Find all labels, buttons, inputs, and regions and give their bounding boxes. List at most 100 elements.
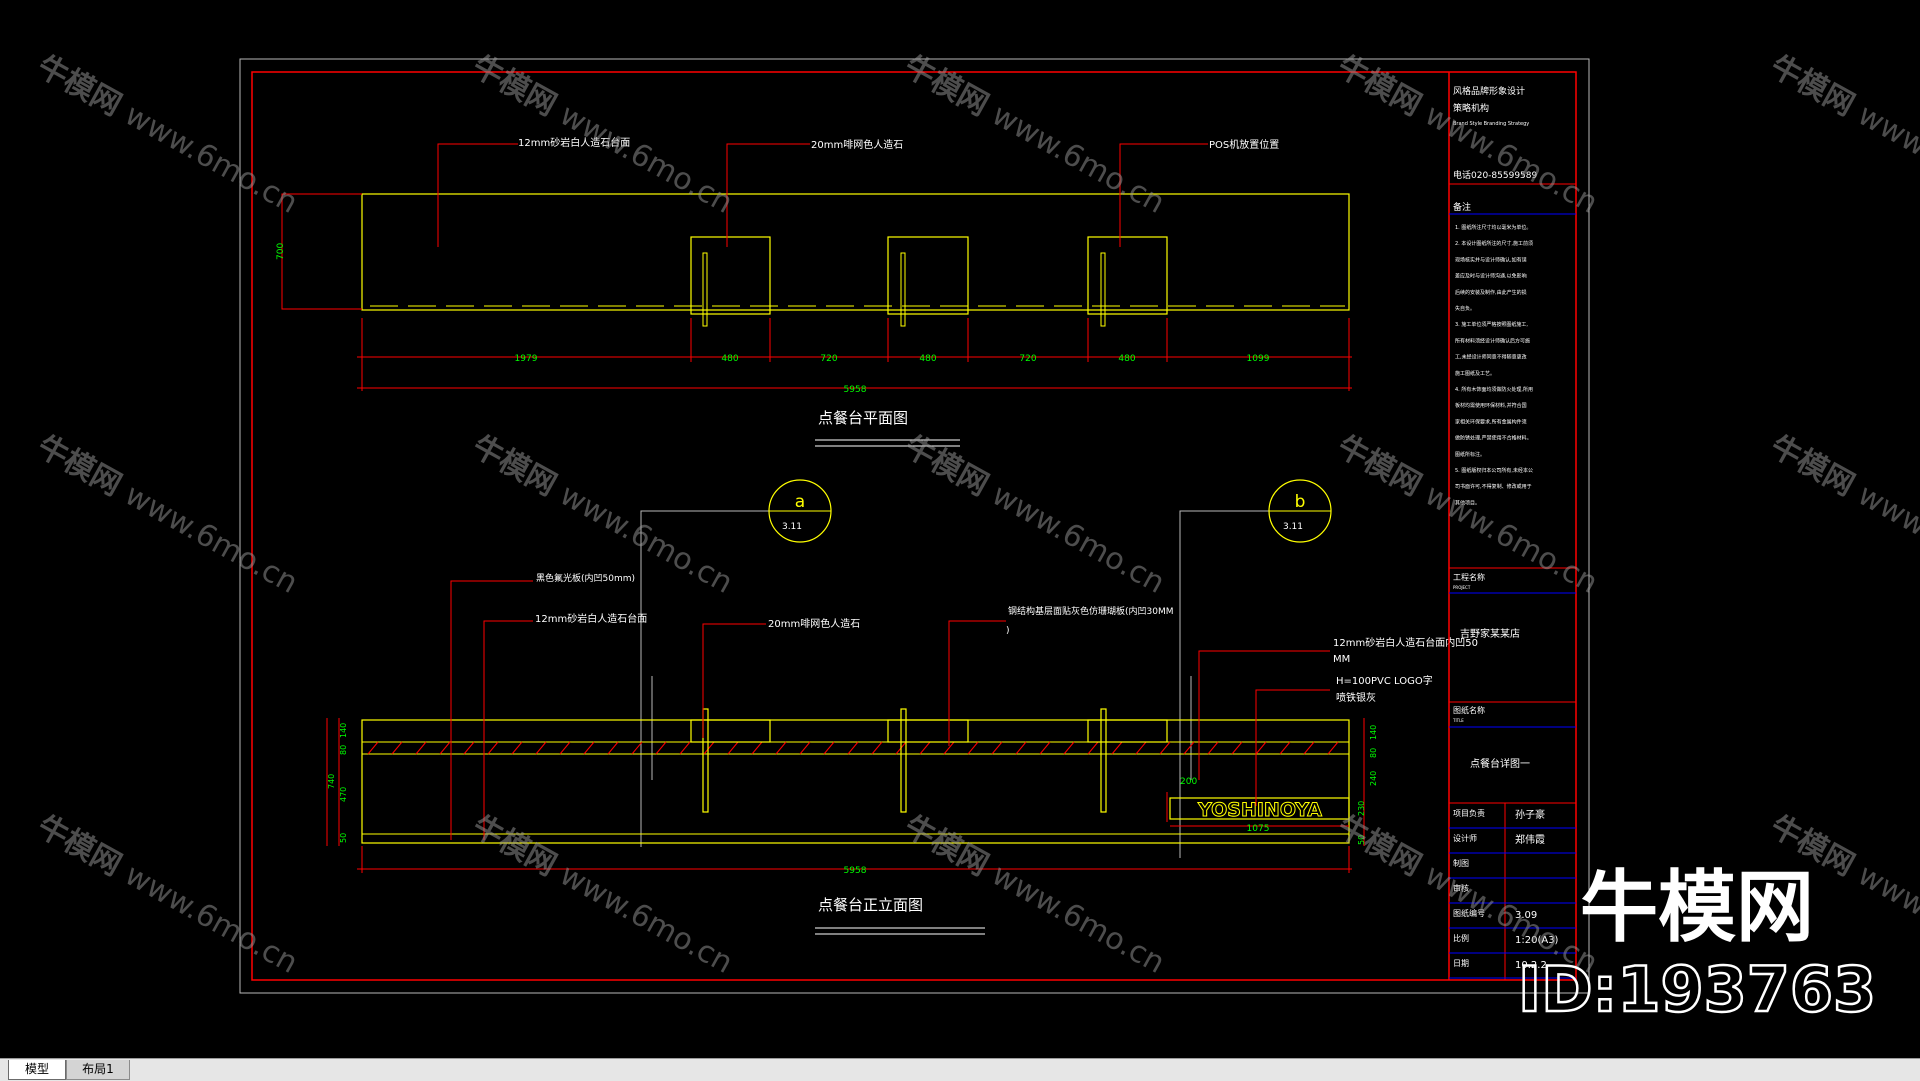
watermark-url: www.6mo.cn [1852,477,1920,600]
elev-leader-steel [948,620,1006,746]
company-phone: 电话020-85599589 [1453,169,1538,181]
plan-callout-3: POS机放置位置 [1209,138,1279,151]
plan-leader-3 [1119,143,1208,247]
logo-len-dim-text: 1075 [1247,824,1270,834]
elev-callout-steel-2: ) [1006,626,1010,636]
watermark-url: www.6mo.cn [554,857,739,980]
plan-callout-1: 12mm砂岩白人造石台面 [518,136,630,149]
note-line: 2. 本设计图纸所注的尺寸,施工前须 [1455,240,1533,247]
note-line: 司书面许可,不得复制、修改或用于 [1455,483,1532,490]
watermark-url: www.6mo.cn [119,477,304,600]
elevation-title: 点餐台正立面图 [818,896,923,914]
plan-pos-stand [702,252,708,327]
note-line: 后续的安装及制作,由此产生的损 [1455,289,1527,296]
note-line: 做防锈处理,严禁使用不合格材料。 [1455,435,1532,442]
elev-callout-right-2: MM [1333,654,1350,665]
elev-left-dim-text: 470 [339,787,348,802]
plan-pos-stand [1100,252,1106,327]
watermark-brand: 牛模网 [466,49,562,123]
watermark-brand: 牛模网 [31,429,127,503]
watermark-url: www.6mo.cn [986,857,1171,980]
elev-leader-right [1198,650,1330,780]
elevation-pos-post [702,708,709,813]
plan-dim-ticks [361,318,1350,391]
plan-pos-box [690,236,771,315]
plan-dim-text: 480 [721,354,738,364]
note-line: 失自负。 [1455,305,1475,312]
watermark-brand: 牛模网 [898,49,994,123]
watermark-layer: 牛模网www.6mo.cn牛模网www.6mo.cn牛模网www.6mo.cn牛… [31,49,1920,981]
elev-right-dim-text: 230 [1357,801,1366,816]
plan-dim-text: 720 [820,354,837,364]
elev-left-dim-text: 140 [339,723,348,738]
tb-row-value: 郑伟霞 [1515,833,1545,846]
cad-model-space[interactable]: 12mm砂岩白人造石台面 20mm啡网色人造石 POS机放置位置 700 197… [0,0,1920,1058]
elev-leader-logo [1255,689,1330,806]
elev-right-dim-text: 80 [1369,748,1378,758]
plan-view[interactable]: 12mm砂岩白人造石台面 20mm啡网色人造石 POS机放置位置 700 197… [276,136,1352,447]
section-marker-a-letter: a [795,492,805,512]
watermark-url: www.6mo.cn [119,857,304,980]
plan-dim-text: 480 [919,354,936,364]
project-label: 工程名称 [1453,572,1485,582]
elev-left-dim-text: 50 [339,833,348,843]
watermark-brand: 牛模网 [31,49,127,123]
watermark-url: www.6mo.cn [986,97,1171,220]
tb-row-value: 孙子豪 [1515,808,1545,821]
elev-callout-steel-1: 钢结构基层面贴灰色仿珊瑚板(内凹30MM [1008,605,1174,617]
watermark-brand: 牛模网 [1331,49,1427,123]
project-name: 吉野家某某店 [1460,627,1520,640]
elevation-logo-panel [1169,797,1350,820]
title-block[interactable]: 风格品牌形象设计 策略机构 Brand Style Branding Strat… [1448,72,1576,980]
elev-callout-stone: 20mm啡网色人造石 [768,617,860,630]
elev-callout-logo-2: 喷铁银灰 [1336,691,1376,704]
plan-pos-box [887,236,969,315]
drawing-label-en: TITLE [1452,718,1464,723]
tb-row-value: 3.09 [1515,910,1537,921]
elev-right-dim-text: 50 [1357,835,1366,845]
elev-callout-right-1: 12mm砂岩白人造石台面内凹50 [1333,636,1478,649]
plan-title: 点餐台平面图 [818,409,908,427]
note-line: 现场核实并与设计师确认,如有误 [1455,256,1527,263]
note-line: 其他项目。 [1455,499,1480,506]
plan-pos-box [1087,236,1168,315]
plan-dim-text: 1979 [515,354,538,364]
tb-row-value: 1:20(A3) [1515,935,1559,946]
elev-callout-counter: 12mm砂岩白人造石台面 [535,612,647,625]
section-marker-a-ref: 3.11 [782,522,802,532]
elev-callout-logo-1: H=100PVC LOGO字 [1336,674,1433,687]
plan-counter-outline [361,193,1350,311]
tb-row-label: 图纸编号 [1453,908,1485,918]
plan-leader-2 [726,143,810,247]
company-name-en: Brand Style Branding Strategy [1453,121,1529,127]
note-line: 3. 施工单位须严格按照图纸施工, [1455,321,1528,328]
watermark-brand: 牛模网 [1764,429,1860,503]
section-marker-b-ref: 3.11 [1283,522,1303,532]
elev-right-dim-text: 140 [1369,725,1378,740]
section-line-a [640,510,770,847]
sheet-inner-frame [251,71,1577,981]
section-marker-b-letter: b [1295,492,1306,512]
tab-layout-1[interactable]: 布局1 [66,1060,130,1080]
elev-leader-counter [483,620,533,840]
note-line: 1. 图纸所注尺寸均以毫米为单位。 [1455,224,1531,231]
note-line: 4. 所有木饰面均须做防火处理,所用 [1455,386,1533,393]
watermark-url: www.6mo.cn [986,477,1171,600]
elevation-pos-post [900,708,907,813]
tab-model[interactable]: 模型 [8,1060,66,1080]
elev-callout-top: 黑色氟光板(内凹50mm) [536,572,635,584]
elevation-pos-screen [887,719,969,743]
elevation-view[interactable]: a 3.11 b 3.11 YOSHINOYA 200 1075 黑色氟光板(内… [326,479,1478,935]
drawing-name: 点餐台详图一 [1470,757,1530,770]
plan-depth-dim [281,193,362,310]
watermark-url: www.6mo.cn [119,97,304,220]
